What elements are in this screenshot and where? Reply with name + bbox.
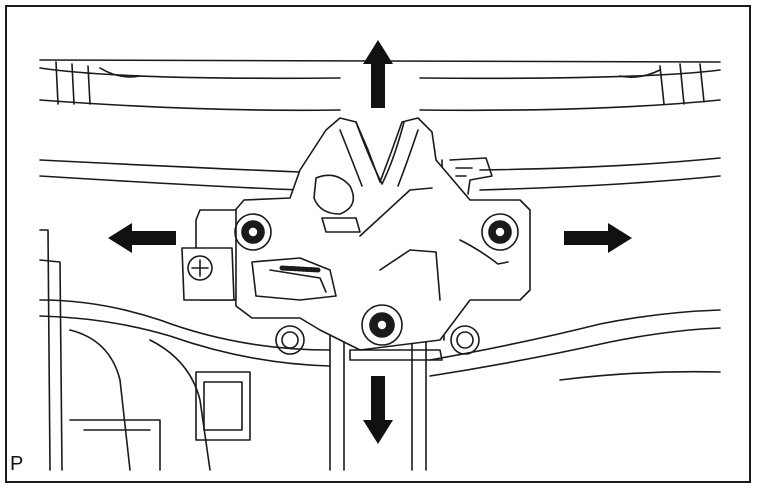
figure-corner-label: P <box>10 453 24 475</box>
radiator-support <box>39 229 721 471</box>
arrow-down <box>363 376 393 444</box>
arrow-left <box>108 223 176 253</box>
arrow-right <box>564 223 632 253</box>
hood-upper-panel <box>39 59 721 112</box>
bolt-lower-right <box>450 325 480 355</box>
support-bar <box>39 157 721 191</box>
bolt-lower-left <box>275 325 305 355</box>
bolt-upper-left <box>234 213 272 251</box>
screw-left-bracket <box>187 255 213 281</box>
arrow-up <box>363 40 393 108</box>
figure-border <box>5 5 751 483</box>
bolt-center <box>361 304 403 346</box>
bolt-upper-right <box>481 213 519 251</box>
hood-lock-assembly <box>181 117 531 361</box>
